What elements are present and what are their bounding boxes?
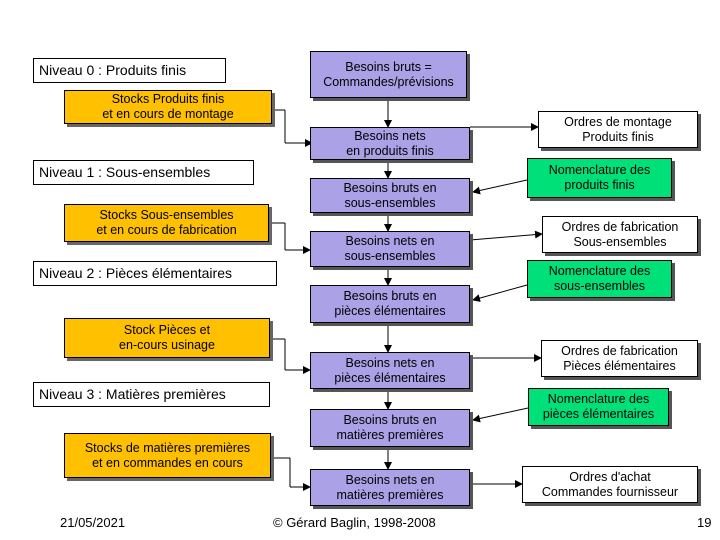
footer-page-number: 19 [697, 515, 712, 530]
stock-produits-finis-label: Stocks Produits finis et en cours de mon… [102, 92, 234, 121]
footer-copyright: © Gérard Baglin, 1998-2008 [273, 515, 436, 530]
level-2-label: Niveau 2 : Pièces élémentaires [39, 265, 232, 282]
stock-produits-finis: Stocks Produits finis et en cours de mon… [64, 90, 272, 124]
besoins-bruts-sous-ensembles: Besoins bruts en sous-ensembles [310, 178, 470, 213]
stock-matieres-premieres-label: Stocks de matières premières et en comma… [84, 440, 251, 470]
level-2-box: Niveau 2 : Pièces élémentaires [33, 261, 277, 286]
besoins-nets-sous-ensembles: Besoins nets en sous-ensembles [310, 231, 470, 267]
besoins-bruts-matieres: Besoins bruts en matières premières [310, 409, 470, 447]
ordres-fabrication-sous-ensembles: Ordres de fabrication Sous-ensembles [542, 216, 698, 253]
ordres-achat-label: Ordres d'achat Commandes fournisseur [541, 469, 679, 499]
stock-pieces-label: Stock Pièces et en-cours usinage [119, 323, 215, 352]
stock-pieces: Stock Pièces et en-cours usinage [64, 318, 270, 358]
ordres-achat: Ordres d'achat Commandes fournisseur [522, 466, 698, 503]
ordres-fabrication-pieces-label: Ordres de fabrication Pièces élémentaire… [561, 343, 678, 373]
besoins-nets-sous-ensembles-label: Besoins nets en sous-ensembles [344, 234, 436, 263]
besoins-nets-pieces-label: Besoins nets en pièces élémentaires [334, 355, 446, 385]
level-1-label: Niveau 1 : Sous-ensembles [39, 164, 211, 181]
nomenclature-produits-finis-label: Nomenclature des produits finis [548, 163, 651, 192]
besoins-bruts-matieres-label: Besoins bruts en matières premières [336, 413, 444, 442]
besoins-nets-matieres: Besoins nets en matières premières [310, 469, 470, 506]
ordres-montage: Ordres de montage Produits finis [538, 111, 698, 148]
nomenclature-sous-ensembles: Nomenclature des sous-ensembles [527, 260, 672, 298]
besoins-nets-pieces: Besoins nets en pièces élémentaires [310, 352, 470, 389]
nomenclature-pieces-label: Nomenclature des pièces élémentaires [542, 392, 655, 421]
ordres-fabrication-pieces: Ordres de fabrication Pièces élémentaire… [541, 340, 698, 377]
besoins-bruts-pieces-label: Besoins bruts en pièces élémentaires [334, 289, 446, 318]
level-0-label: Niveau 0 : Produits finis [39, 62, 187, 79]
besoins-nets-matieres-label: Besoins nets en matières premières [336, 472, 444, 502]
stock-sous-ensembles-label: Stocks Sous-ensembles et en cours de fab… [96, 208, 237, 237]
ordres-montage-label: Ordres de montage Produits finis [564, 114, 672, 144]
level-3-label: Niveau 3 : Matières premières [39, 386, 226, 403]
besoins-bruts-pieces: Besoins bruts en pièces élémentaires [310, 285, 470, 323]
besoins-nets-produits-finis-label: Besoins nets en produits finis [346, 128, 434, 158]
level-0-box: Niveau 0 : Produits finis [33, 58, 226, 83]
level-1-box: Niveau 1 : Sous-ensembles [33, 160, 254, 185]
besoins-bruts-commandes: Besoins bruts = Commandes/prévisions [310, 51, 467, 98]
stock-sous-ensembles: Stocks Sous-ensembles et en cours de fab… [64, 204, 269, 242]
level-3-box: Niveau 3 : Matières premières [33, 382, 270, 407]
besoins-nets-produits-finis: Besoins nets en produits finis [310, 127, 470, 160]
ordres-fabrication-sous-ensembles-label: Ordres de fabrication Sous-ensembles [561, 219, 679, 249]
nomenclature-sous-ensembles-label: Nomenclature des sous-ensembles [548, 264, 651, 293]
besoins-bruts-sous-ensembles-label: Besoins bruts en sous-ensembles [343, 180, 437, 210]
besoins-bruts-commandes-label: Besoins bruts = Commandes/prévisions [323, 59, 454, 89]
stock-matieres-premieres: Stocks de matières premières et en comma… [64, 433, 271, 478]
nomenclature-pieces: Nomenclature des pièces élémentaires [528, 388, 669, 426]
nomenclature-produits-finis: Nomenclature des produits finis [527, 158, 672, 198]
footer-date: 21/05/2021 [60, 515, 126, 530]
